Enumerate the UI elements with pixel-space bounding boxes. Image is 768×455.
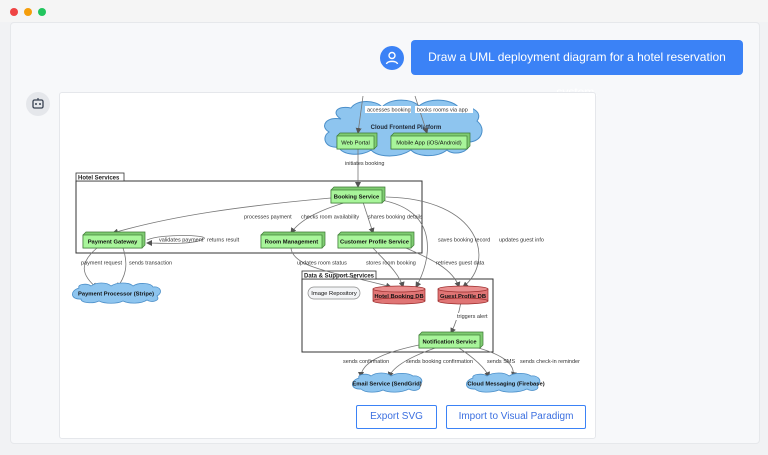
booking-service-label: Booking Service [334,195,380,201]
node-mobile-app: Mobile App (iOS/Android) [390,132,471,150]
edge-stores-room-booking [372,247,405,288]
label-checks-room: checks room availability [301,215,359,221]
node-booking-service: Booking Service [330,186,386,204]
maximize-window-dot[interactable] [38,8,46,16]
user-icon [385,51,399,65]
image-repository-label: Image Repository [311,291,357,297]
room-management-label: Room Management [265,240,319,246]
diagram-card: Hotel Services Data & Support Services C… [59,92,596,439]
mobile-app-label: Mobile App (iOS/Android) [396,141,461,147]
robot-icon [32,98,44,109]
label-books-rooms: books rooms via app [417,108,468,114]
edge-updates-room-status [290,247,392,289]
label-sends-booking-conf: sends booking confirmation [406,359,473,365]
close-window-dot[interactable] [10,8,18,16]
label-updates-room-status: updates room status [297,261,347,267]
label-stores-room-booking: stores room booking [366,261,416,267]
label-sends-transaction: sends transaction [129,261,172,267]
edge-sends-confirmation [358,344,420,378]
cloud-frontend-label: Cloud Frontend Platform [371,125,442,131]
edge-payment-request [83,247,98,289]
edge-retrieves-guest [405,247,461,288]
node-guest-profile-db: Guest Profile DB [437,285,489,305]
node-email-service: Email Service (SendGrid) [352,372,423,393]
edge-sends-transaction [116,247,127,289]
edge-sends-booking-conf [387,345,442,378]
edge-shares-booking [362,201,375,234]
label-payment-request: payment request [81,261,122,267]
node-payment-processor: Payment Processor (Stripe) [72,282,161,304]
notification-service-label: Notification Service [422,340,477,346]
payment-processor-label: Payment Processor (Stripe) [78,292,154,298]
node-room-management: Room Management [260,231,326,249]
export-svg-button[interactable]: Export SVG [356,405,437,429]
edge-books-rooms [414,95,429,134]
user-message: Draw a UML deployment diagram for a hote… [411,40,743,99]
label-processes-payment: processes payment [244,215,292,221]
label-sends-checkin: sends check-in reminder [520,359,580,365]
edge-updates-guest [385,196,480,288]
user-avatar [380,46,404,70]
node-cloud-messaging: Cloud Messaging (Firebase) [466,372,545,393]
data-support-label: Data & Support Services [304,274,375,280]
label-retrieves-guest: retrieves guest data [436,261,485,267]
edge-saves-booking [380,199,428,288]
node-customer-profile: Customer Profile Service [337,231,415,249]
edge-checks-room [290,201,348,234]
label-validates-payment: validates payment [159,238,204,244]
hotel-services-label: Hotel Services [78,176,120,182]
label-sends-confirmation: sends confirmation [343,359,389,365]
node-payment-gateway: Payment Gateway [82,231,146,249]
web-portal-label: Web Portal [341,141,370,147]
bot-avatar [26,92,50,116]
customer-profile-label: Customer Profile Service [340,240,410,246]
label-accesses-booking: accesses booking [367,108,411,114]
label-shares-booking: shares booking details [368,215,423,221]
node-notification-service: Notification Service [418,331,484,349]
label-sends-sms: sends SMS [487,359,515,365]
node-image-repository: Image Repository [307,286,361,300]
payment-gateway-label: Payment Gateway [88,240,138,246]
deployment-diagram: Hotel Services Data & Support Services C… [72,95,580,393]
edge-accesses-booking [355,95,364,134]
node-web-portal: Web Portal [336,132,378,150]
minimize-window-dot[interactable] [24,8,32,16]
data-support-group: Data & Support Services [301,270,494,353]
cloud-messaging-label: Cloud Messaging (Firebase) [467,382,544,388]
edge-validates-payment [146,235,205,247]
guest-profile-db-label: Guest Profile DB [440,294,486,300]
node-hotel-booking-db: Hotel Booking DB [372,285,426,305]
label-updates-guest: updates guest info [499,238,544,244]
edge-processes-payment [112,197,332,235]
hotel-services-group: Hotel Services [75,172,423,254]
label-triggers-alert: triggers alert [457,314,488,320]
label-returns-result: returns result [207,238,240,244]
window-titlebar [0,0,768,22]
label-initiates-booking: initiates booking [345,161,384,167]
label-saves-booking: saves booking record [438,238,490,244]
edge-sends-sms [455,345,490,378]
import-visual-paradigm-button[interactable]: Import to Visual Paradigm [446,405,586,429]
hotel-booking-db-label: Hotel Booking DB [374,294,423,300]
email-service-label: Email Service (SendGrid) [352,382,421,388]
